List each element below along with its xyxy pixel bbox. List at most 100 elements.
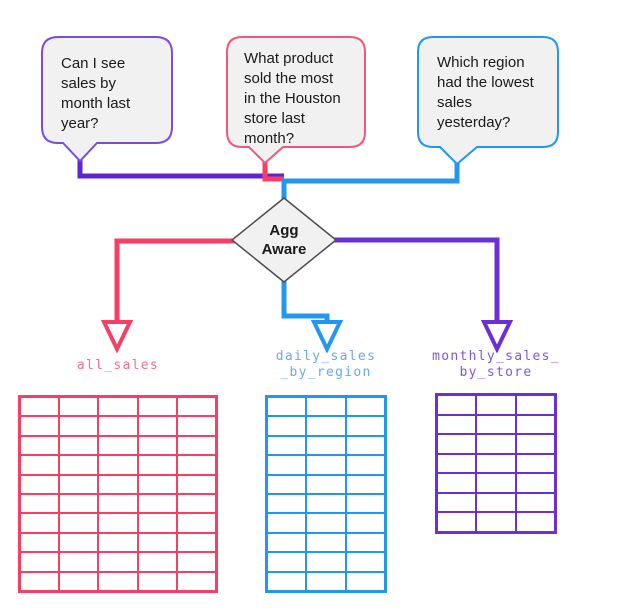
table-cell (177, 436, 215, 455)
table-cell (268, 494, 306, 513)
table-cell (21, 475, 59, 493)
table-cell (21, 456, 59, 474)
table-cell (438, 474, 476, 492)
table-cell (21, 436, 59, 455)
table-cell (99, 475, 137, 493)
table-cell (177, 572, 215, 590)
table-cell (21, 494, 59, 513)
table-cell (516, 396, 554, 414)
table-cell (307, 456, 345, 474)
table-cell (177, 456, 215, 474)
table-cell (177, 475, 215, 493)
table-cell (99, 436, 137, 455)
table-cell (60, 572, 98, 590)
table-cell (477, 435, 515, 453)
table-cell (177, 553, 215, 571)
table-cell (138, 494, 176, 513)
table-cell (60, 514, 98, 532)
table-cell (138, 553, 176, 571)
table-cell (99, 572, 137, 590)
table-cell (268, 572, 306, 590)
table-cell (99, 398, 137, 416)
connector-blue-question (281, 161, 460, 199)
table-cell (138, 417, 176, 435)
table-cell (268, 475, 306, 493)
decision-diamond (230, 197, 338, 283)
table-cell (138, 456, 176, 474)
table-cell (268, 398, 306, 416)
table-cell (99, 514, 137, 532)
table-cell (60, 398, 98, 416)
table-cell (99, 456, 137, 474)
table-grid-monthly-sales-by-store (435, 393, 557, 534)
connector-purple-table (332, 237, 500, 320)
table-cell (346, 456, 384, 474)
table-cell (138, 475, 176, 493)
table-cell (516, 474, 554, 492)
table-cell (60, 533, 98, 552)
table-cell (307, 533, 345, 552)
table-cell (307, 417, 345, 435)
table-cell (21, 553, 59, 571)
table-cell (438, 493, 476, 512)
table-cell (346, 553, 384, 571)
table-cell (346, 533, 384, 552)
table-cell (346, 398, 384, 416)
table-cell (99, 417, 137, 435)
table-cell (268, 514, 306, 532)
connector-blue-table (281, 280, 330, 320)
table-label-daily-sales-by-region: daily_sales _by_region (275, 349, 377, 380)
table-cell (477, 454, 515, 473)
table-cell (477, 415, 515, 434)
table-cell (138, 572, 176, 590)
table-cell (346, 436, 384, 455)
table-cell (477, 513, 515, 531)
speech-bubble-pink (226, 36, 366, 165)
table-cell (60, 456, 98, 474)
speech-bubble-purple (41, 36, 173, 163)
table-cell (438, 396, 476, 414)
table-cell (21, 514, 59, 532)
table-cell (268, 456, 306, 474)
table-cell (268, 436, 306, 455)
table-cell (60, 475, 98, 493)
table-cell (268, 417, 306, 435)
table-cell (99, 533, 137, 552)
question-text-purple: Can I see sales by month last year? (61, 55, 131, 132)
connector-pink-question (262, 160, 284, 182)
table-cell (438, 415, 476, 434)
table-cell (138, 436, 176, 455)
table-cell (99, 494, 137, 513)
table-cell (177, 533, 215, 552)
question-text-blue: Which region had the lowest sales yester… (437, 54, 534, 131)
table-cell (307, 398, 345, 416)
table-cell (346, 494, 384, 513)
table-cell (21, 398, 59, 416)
table-cell (477, 396, 515, 414)
table-cell (438, 435, 476, 453)
table-cell (21, 533, 59, 552)
table-cell (307, 553, 345, 571)
table-cell (177, 494, 215, 513)
table-cell (307, 494, 345, 513)
table-cell (516, 454, 554, 473)
table-grid-all-sales (18, 395, 218, 593)
table-cell (307, 475, 345, 493)
arrowhead-pink-icon (100, 320, 134, 354)
connector-pink-table (114, 238, 236, 320)
table-cell (138, 533, 176, 552)
table-cell (60, 436, 98, 455)
table-cell (516, 435, 554, 453)
table-cell (516, 493, 554, 512)
table-cell (307, 436, 345, 455)
table-cell (307, 572, 345, 590)
table-cell (99, 553, 137, 571)
table-cell (138, 398, 176, 416)
table-cell (346, 417, 384, 435)
table-cell (268, 533, 306, 552)
table-cell (21, 417, 59, 435)
table-cell (516, 415, 554, 434)
table-label-all-sales: all_sales (76, 358, 160, 373)
table-cell (21, 572, 59, 590)
